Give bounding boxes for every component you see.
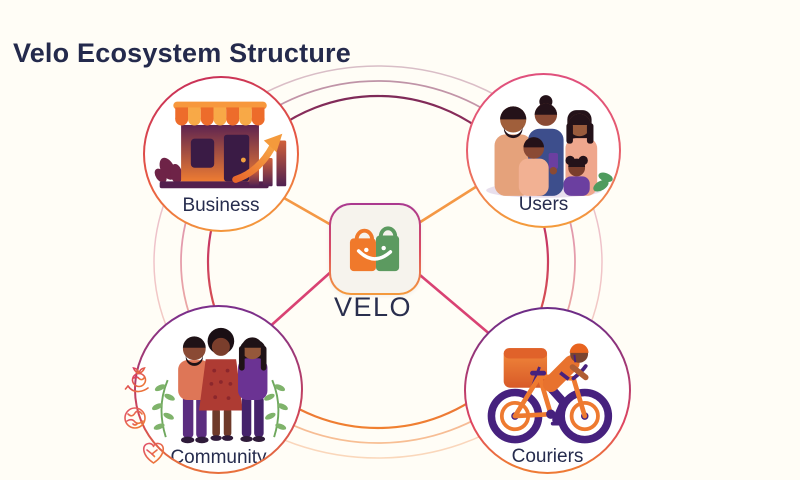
son-figure xyxy=(518,137,549,196)
store-base xyxy=(159,181,269,189)
left-vine xyxy=(151,379,175,438)
community-woman-center xyxy=(198,327,243,441)
velo-center-badge xyxy=(329,203,421,295)
connector-center-couriers xyxy=(413,269,493,337)
couriers-label: Couriers xyxy=(511,446,584,467)
velo-logo-shopping-bags-icon xyxy=(349,226,400,272)
node-users: Users xyxy=(466,73,621,228)
right-vine xyxy=(263,379,288,438)
community-man xyxy=(177,336,210,444)
node-community: Community xyxy=(134,305,303,474)
node-couriers: Couriers xyxy=(464,307,631,474)
users-label: Users xyxy=(518,194,569,215)
node-business: Business xyxy=(143,76,299,232)
courier-illustration xyxy=(487,343,612,444)
bush xyxy=(154,157,183,184)
storefront-illustration xyxy=(154,101,287,189)
connector-center-community xyxy=(265,269,334,331)
heart-handshake-icon xyxy=(143,442,164,464)
globe-icon xyxy=(124,407,146,429)
courier-rider xyxy=(542,343,589,425)
community-woman-right xyxy=(237,337,267,443)
growth-bar-chart xyxy=(249,140,287,187)
page-title: Velo Ecosystem Structure xyxy=(13,38,351,69)
middle-orbit-arc xyxy=(180,80,576,444)
store-door xyxy=(223,134,250,182)
outer-orbit-arc xyxy=(153,65,603,459)
hand-holding-plant-icon xyxy=(124,367,149,393)
business-label: Business xyxy=(182,195,260,216)
awning xyxy=(173,101,267,126)
community-illustration xyxy=(151,327,288,444)
door-knob xyxy=(240,157,246,163)
helmet xyxy=(569,343,589,353)
inner-orbit-arc xyxy=(206,94,550,430)
toddler-figure xyxy=(563,155,590,196)
phone xyxy=(548,153,558,169)
family-illustration xyxy=(485,95,613,198)
store-window xyxy=(190,138,215,168)
velo-label: VELO xyxy=(333,292,413,322)
leaf-accent xyxy=(592,172,613,192)
community-label: Community xyxy=(170,447,267,468)
connector-center-users xyxy=(413,181,483,228)
growth-arrow-icon xyxy=(232,133,283,183)
